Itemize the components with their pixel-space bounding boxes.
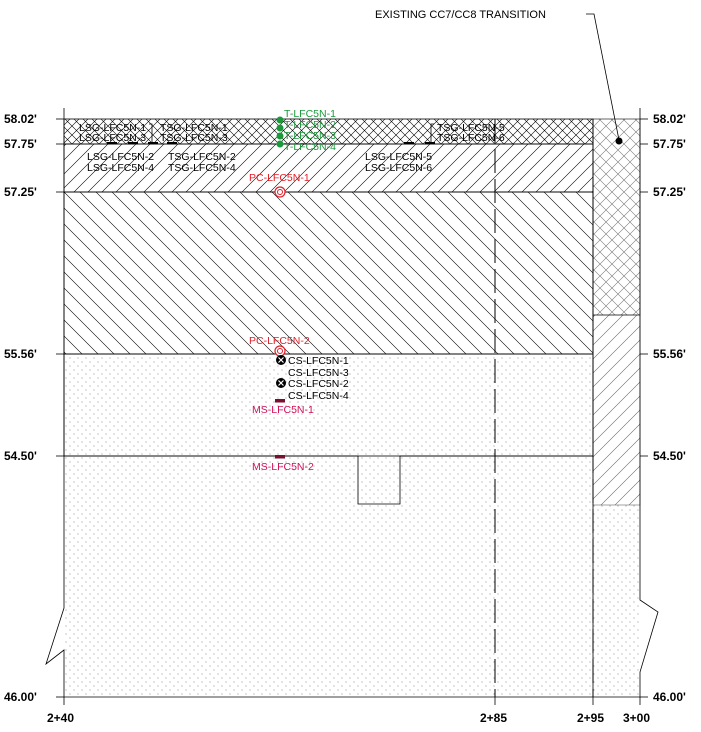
lsg-left-label-4: LSG-LFC5N-4: [87, 162, 154, 174]
transition-point-marker: [615, 137, 623, 145]
station-label-2-95: 2+95: [577, 711, 604, 725]
elev-label-right-55-56: 55.56': [653, 347, 686, 361]
moisture-sensor-label-2: MS-LFC5N-2: [252, 461, 314, 473]
existing-pavement-crosshatch: [592, 118, 641, 316]
lsg-left-label-2: LSG-LFC5N-2: [87, 151, 154, 163]
lsg-right-label-6: LSG-LFC5N-6: [365, 162, 432, 174]
elev-label-left-54-50: 54.50': [4, 449, 37, 463]
right-break-line: [639, 108, 659, 697]
elev-label-right-46-00: 46.00': [653, 690, 686, 704]
thermistor-label-3: T-LFC5N-3: [284, 130, 336, 142]
pressure-cell-1-marker: [274, 186, 286, 198]
elev-label-left-57-25: 57.25': [4, 185, 37, 199]
tsg-left-label-1: TSG-LFC5N-1: [160, 122, 228, 134]
concrete-sensor-marker-a: [276, 355, 286, 365]
concrete-sensor-marker-b: [276, 378, 286, 388]
concrete-sensor-label-3: CS-LFC5N-3: [288, 367, 349, 379]
right-gauge-markers: [404, 142, 435, 145]
station-label-2-85: 2+85: [480, 711, 507, 725]
base-layer-dotted: [64, 456, 593, 697]
moisture-sensor-label-1: MS-LFC5N-1: [252, 404, 314, 416]
lsg-left-label-3: LSG-LFC5N-3: [79, 132, 146, 144]
left-gauge-markers: [107, 142, 177, 145]
elev-label-right-57-25: 57.25': [653, 185, 686, 199]
elevation-ticks: [56, 118, 648, 698]
moisture-sensor-2-marker: [275, 455, 285, 459]
station-label-2-40: 2+40: [47, 711, 74, 725]
concrete-sensor-label-1: CS-LFC5N-1: [288, 355, 349, 367]
elev-label-left-46-00: 46.00': [4, 690, 37, 704]
subbase-layer-dotted: [63, 353, 594, 457]
tsg-right-label-6: TSG-LFC5N-6: [437, 132, 505, 144]
moisture-sensor-1-marker: [275, 399, 285, 403]
thermistor-markers: [276, 116, 284, 148]
pressure-cell-2-marker: [274, 345, 286, 357]
existing-pavement-hatch: [592, 314, 641, 506]
elev-label-right-57-75: 57.75': [653, 137, 686, 151]
elev-label-right-58-02: 58.02': [653, 112, 686, 126]
station-label-3-00: 3+00: [623, 711, 650, 725]
left-break-line: [45, 108, 65, 697]
concrete-sensor-label-4: CS-LFC5N-4: [288, 390, 349, 402]
existing-pavement-dotted: [593, 505, 640, 697]
base-course-hatched: [63, 191, 594, 355]
pressure-cell-label-1: PC-LFC5N-1: [249, 172, 310, 184]
tsg-left-label-3: TSG-LFC5N-3: [160, 132, 228, 144]
elev-label-left-55-56: 55.56': [4, 347, 37, 361]
tsg-right-label-5: TSG-LFC5N-5: [437, 122, 505, 134]
concrete-sensor-label-2: CS-LFC5N-2: [288, 378, 349, 390]
thermistor-label-2: T-LFC5N-2: [284, 119, 336, 131]
thermistor-label-4: T-LFC5N-4: [284, 141, 336, 153]
elev-label-left-58-02: 58.02': [4, 112, 37, 126]
lsg-left-label-1: LSG-LFC5N-1: [79, 122, 146, 134]
transition-callout-label: EXISTING CC7/CC8 TRANSITION: [375, 9, 546, 21]
lsg-right-label-5: LSG-LFC5N-5: [365, 151, 432, 163]
elev-label-right-54-50: 54.50': [653, 449, 686, 463]
elev-label-left-57-75: 57.75': [4, 137, 37, 151]
binder-course-hatched: [63, 143, 594, 193]
tsg-left-label-2: TSG-LFC5N-2: [168, 151, 236, 163]
pressure-cell-label-2: PC-LFC5N-2: [249, 335, 310, 347]
thermistor-label-1: T-LFC5N-1: [284, 108, 336, 120]
tsg-left-label-4: TSG-LFC5N-4: [168, 162, 236, 174]
transition-leader-line: [586, 13, 620, 141]
